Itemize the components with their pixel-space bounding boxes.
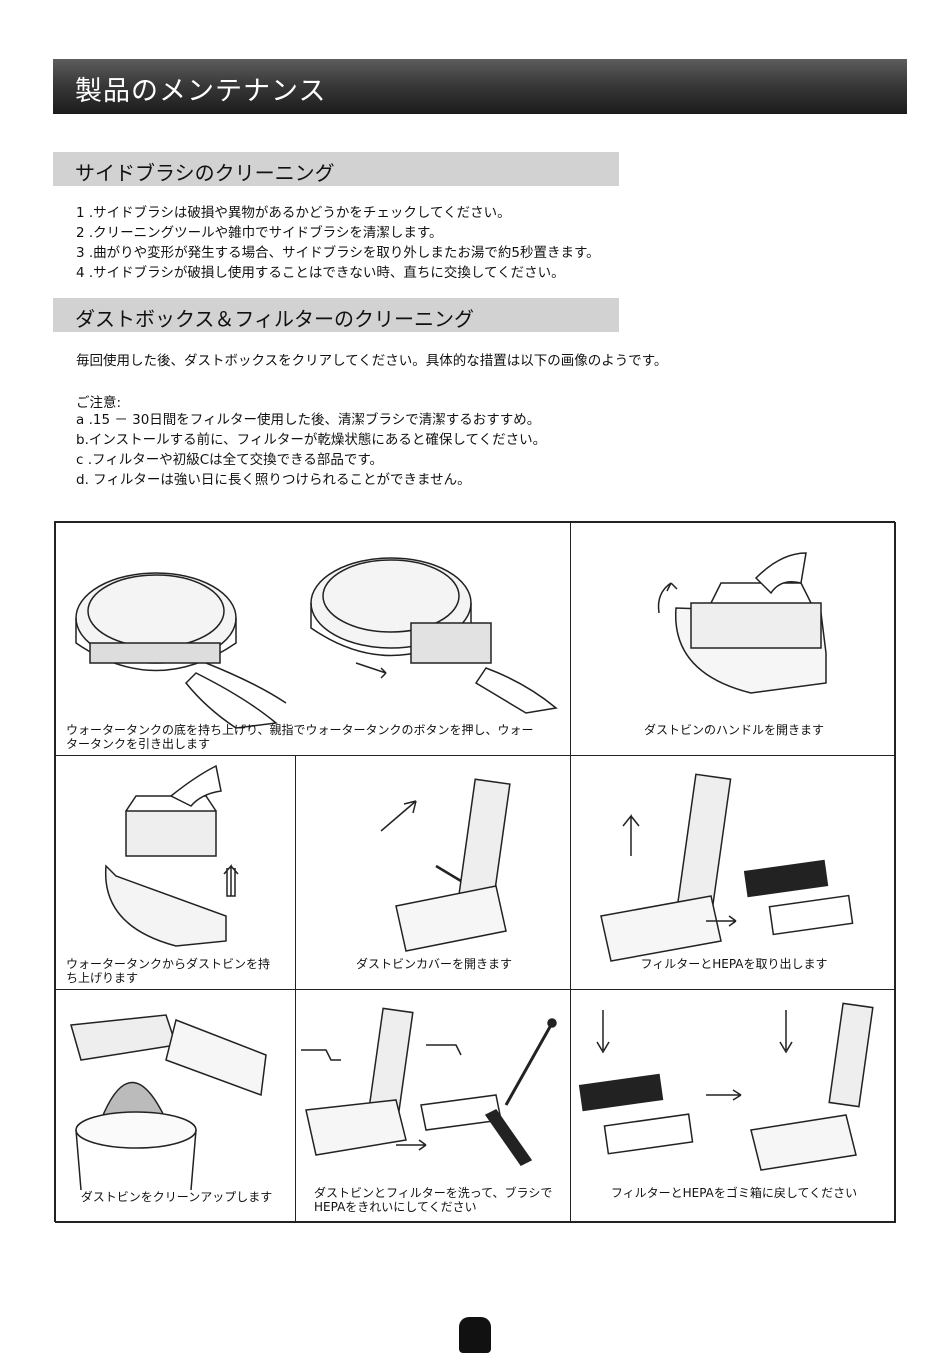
dustbin-handle-open-illustration [657,552,827,694]
note-line: b.インストールする前に、フィルターが乾燥状態にあると確保してください。 [76,432,547,448]
step-caption: ダストビンをクリーンアップします [80,1190,273,1204]
step-line: 1 .サイドブラシは破損や異物があるかどうかをチェックしてください。 [76,205,511,221]
step-caption: フィルターとHEPAを取り出します [640,957,828,971]
step-cell-7: ダストビンとフィルターを洗って、ブラシで HEPAをきれいにしてください [295,989,571,1223]
step-caption: ダストビンのハンドルを開きます [643,723,824,737]
note-line: d. フィルターは強い日に長く照りつけられることができません。 [76,472,471,488]
section-heading-side-brush: サイドブラシのクリーニング [53,152,619,186]
note-line: a .15 － 30日間をフィルター使用した後、清潔ブラシで清潔するおすすめ。 [76,412,541,428]
step-cell-4: ダストビンカバーを開きます [295,755,571,990]
step-cell-8: フィルターとHEPAをゴミ箱に戻してください [570,989,896,1223]
page-title: 製品のメンテナンス [75,76,327,107]
page-number-tab [459,1317,491,1353]
filter-hepa-reinsert-illustration [578,1002,874,1171]
step-cell-1: ウォータータンクの底を持ち上げり、親指でウォータータンクのボタンを押し、ウォー … [55,522,571,756]
step-caption: フィルターとHEPAをゴミ箱に戻してください [610,1186,858,1200]
dustbin-lift-out-illustration [104,764,239,947]
step-cell-5: フィルターとHEPAを取り出します [570,755,896,990]
side-brush-steps: 1 .サイドブラシは破損や異物があるかどうかをチェックしてください。 2 .クリ… [76,203,600,283]
dustbin-empty-trash-illustration [70,1014,267,1191]
notes-label: ご注意: [76,395,122,411]
step-caption: ダストビンとフィルターを洗って、ブラシで HEPAをきれいにしてください [314,1186,553,1214]
step-caption: ウォータータンクの底を持ち上げり、親指でウォータータンクのボタンを押し、ウォー … [66,723,534,751]
wash-and-brush-illustration [301,1007,557,1166]
step-line: 3 .曲がりや変形が発生する場合、サイドブラシを取り外しまたお湯で約5秒置きます… [76,245,600,261]
step-caption: ウォータータンクからダストビンを持 ち上げります [66,957,271,985]
dustbox-intro: 毎回使用した後、ダストボックスをクリアしてください。具体的な措置は以下の画像のよ… [76,353,668,369]
section-heading-text: ダストボックス＆フィルターのクリーニング [75,307,474,331]
robot-water-tank-removal-illustration [75,557,558,729]
section-heading-dustbox: ダストボックス＆フィルターのクリーニング [53,298,619,332]
notes-list: a .15 － 30日間をフィルター使用した後、清潔ブラシで清潔するおすすめ。 … [76,410,546,490]
dustbin-cover-open-illustration [380,778,511,952]
page-title-bar: 製品のメンテナンス [53,59,907,114]
step-cell-6: ダストビンをクリーンアップします [55,989,296,1223]
step-line: 4 .サイドブラシが破損し使用することはできない時、直ちに交換してください。 [76,265,565,281]
step-cell-3: ウォータータンクからダストビンを持 ち上げります [55,755,296,990]
step-cell-2: ダストビンのハンドルを開きます [570,522,896,756]
maintenance-steps-grid: ウォータータンクの底を持ち上げり、親指でウォータータンクのボタンを押し、ウォー … [54,521,896,1223]
step-caption: ダストビンカバーを開きます [355,957,512,971]
note-line: c .フィルターや初級Cは全て交換できる部品です。 [76,452,384,468]
section-heading-text: サイドブラシのクリーニング [75,161,335,185]
filter-hepa-removal-illustration [600,773,854,962]
step-line: 2 .クリーニングツールや雑巾でサイドブラシを清潔します。 [76,225,443,241]
